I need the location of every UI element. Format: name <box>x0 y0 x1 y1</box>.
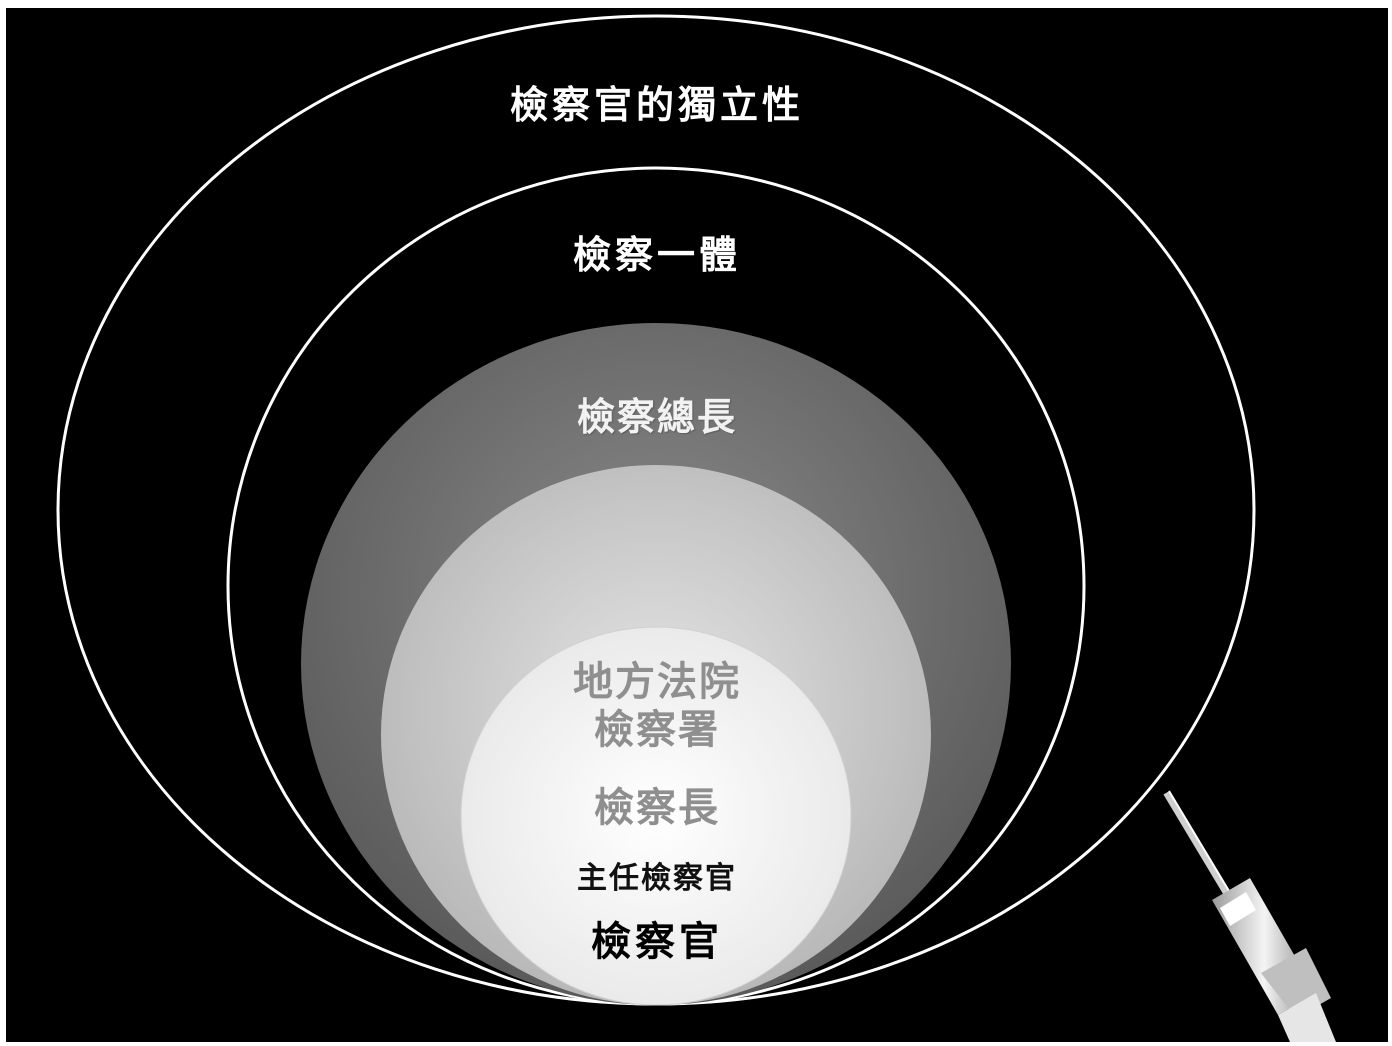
label-district-court: 地方法院 <box>573 658 741 705</box>
label-prosecutor-independence: 檢察官的獨立性 <box>509 82 805 127</box>
diagram-canvas: 檢察官的獨立性 檢察一體 檢察總長 地方法院 檢察署 檢察長 主任檢察官 檢察官 <box>6 8 1388 1042</box>
pen-icon <box>1163 790 1336 1042</box>
label-prosecutors-office: 檢察署 <box>594 706 720 753</box>
label-chief-prosecutor: 檢察長 <box>594 784 720 831</box>
circle-inner <box>460 626 852 1006</box>
label-prosecutor: 檢察官 <box>591 918 723 965</box>
nested-circles-diagram <box>56 14 1336 1042</box>
label-head-prosecutor: 主任檢察官 <box>577 861 737 896</box>
label-prosecutor-general: 檢察總長 <box>576 394 738 439</box>
label-prosecution-unity: 檢察一體 <box>572 232 742 277</box>
